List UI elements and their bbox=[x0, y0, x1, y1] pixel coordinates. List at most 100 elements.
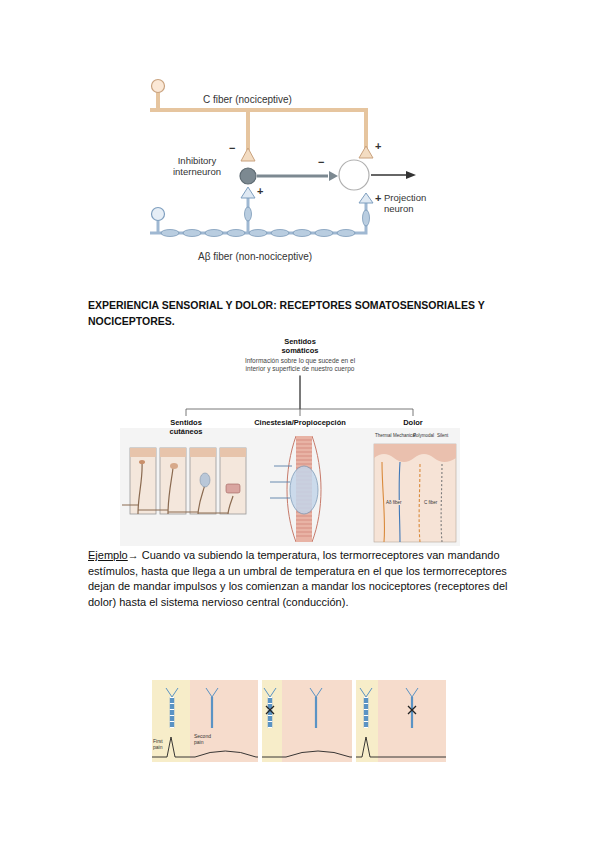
category-heading: Sentidos somáticosInformación sobre lo q… bbox=[240, 337, 360, 373]
myelin-nodes bbox=[170, 697, 175, 728]
neuron-label: Projection neuron bbox=[384, 193, 442, 215]
circle-outline bbox=[338, 159, 370, 191]
myelin-segment bbox=[271, 230, 289, 237]
neuron-body bbox=[240, 168, 256, 184]
figure-ground bbox=[120, 428, 460, 546]
myelin-segment bbox=[249, 230, 267, 237]
node-title: Cinestesia/Propiocepción bbox=[244, 418, 356, 427]
part-label: Second pain bbox=[194, 734, 210, 746]
example-text: → Cuando va subiendo la temperatura, los… bbox=[88, 549, 507, 608]
synapse-terminal bbox=[241, 187, 255, 198]
epidermis bbox=[160, 448, 186, 457]
striation bbox=[296, 532, 312, 533]
myelin-segment bbox=[293, 230, 311, 237]
part-label: Aβ fiber (non-nociceptive) bbox=[198, 251, 312, 263]
dendrites bbox=[264, 688, 276, 697]
myelinated-fiber bbox=[364, 697, 369, 728]
myelin-nodes bbox=[364, 697, 369, 728]
pain-panels bbox=[152, 680, 446, 762]
skin-block bbox=[160, 448, 186, 514]
panel-pink bbox=[378, 680, 446, 762]
pain-trace bbox=[152, 737, 258, 757]
epidermis bbox=[220, 448, 246, 457]
axon-line bbox=[257, 175, 328, 178]
output-axon bbox=[371, 174, 408, 175]
myelin-segment bbox=[183, 230, 201, 237]
part-label: Mechanical bbox=[393, 433, 416, 438]
dendrites bbox=[360, 688, 372, 697]
part-label: C fiber bbox=[424, 500, 437, 505]
skin-block bbox=[190, 448, 216, 514]
c-fiber-soma bbox=[152, 80, 165, 93]
abeta-soma bbox=[152, 208, 165, 221]
striation bbox=[296, 456, 312, 457]
myelin-segment bbox=[245, 207, 252, 221]
part-label: Aδ fiber bbox=[386, 500, 402, 505]
myelin-segment bbox=[363, 210, 370, 226]
myelin-segment bbox=[315, 230, 333, 237]
part-label: First pain bbox=[153, 739, 167, 751]
c-fiber bbox=[150, 92, 366, 150]
pain-skin bbox=[374, 444, 456, 542]
receptor bbox=[200, 473, 210, 487]
dendrites bbox=[406, 688, 418, 697]
connector bbox=[186, 376, 300, 416]
striation bbox=[296, 460, 312, 461]
interneuron-circle: Inhibitory interneuron bbox=[239, 167, 257, 185]
panel-pink bbox=[282, 680, 352, 762]
synapse-terminal bbox=[359, 146, 373, 158]
circle-outline bbox=[239, 167, 257, 185]
nerve-ending bbox=[138, 462, 142, 514]
panel-yellow bbox=[356, 680, 378, 762]
nerve-ending bbox=[228, 496, 233, 514]
nerve-ending bbox=[168, 468, 173, 514]
skin-box bbox=[220, 448, 246, 514]
skin-box bbox=[160, 448, 186, 514]
sign-label: − bbox=[318, 156, 324, 169]
neuron-label: Inhibitory interneuron bbox=[161, 156, 233, 178]
striation bbox=[296, 444, 312, 445]
thin-fiber bbox=[315, 697, 317, 728]
c-fiber-stalk bbox=[156, 92, 160, 110]
myelin-segment bbox=[337, 230, 355, 237]
dendrites bbox=[310, 688, 322, 697]
cutaneous-receptors bbox=[122, 448, 246, 514]
abeta-stalk bbox=[157, 220, 160, 233]
nerve-ending bbox=[198, 484, 205, 514]
myelin-segment bbox=[205, 230, 223, 237]
skin-box bbox=[130, 448, 156, 514]
dendrites bbox=[166, 688, 178, 697]
pain-trace bbox=[356, 737, 446, 757]
output-arrowhead bbox=[406, 171, 416, 179]
projection-neuron-circle: Projection neuron bbox=[338, 159, 370, 191]
thin-fiber bbox=[411, 697, 413, 728]
arrowhead bbox=[329, 171, 338, 181]
category-label: Dolor bbox=[393, 418, 433, 427]
myelin-segment bbox=[227, 230, 245, 237]
epidermis bbox=[130, 448, 156, 457]
spindle-outline bbox=[287, 436, 321, 542]
muscle-spindle bbox=[270, 436, 321, 542]
thin-fiber bbox=[211, 697, 213, 728]
block-mark bbox=[408, 706, 416, 714]
myelin-nodes bbox=[268, 697, 273, 728]
abeta-fiber bbox=[150, 198, 366, 233]
epidermis bbox=[190, 448, 216, 457]
myelin-segment bbox=[161, 230, 179, 237]
part-label: C fiber (nociceptive) bbox=[203, 94, 292, 106]
branch-line bbox=[300, 376, 413, 416]
receptor bbox=[139, 460, 145, 464]
example-paragraph: Ejemplo→ Cuando va subiendo la temperatu… bbox=[88, 548, 516, 610]
skin-box bbox=[374, 444, 456, 542]
striation bbox=[296, 440, 312, 441]
part-label: Silent bbox=[437, 433, 448, 438]
part-label: Thermal bbox=[375, 433, 392, 438]
myelinated-fiber bbox=[170, 697, 175, 728]
thermal-fiber bbox=[382, 462, 385, 542]
example-keyword: Ejemplo bbox=[88, 549, 128, 561]
sign-label: + bbox=[375, 192, 381, 205]
myelin-sheath bbox=[161, 207, 370, 237]
skin-block bbox=[220, 448, 246, 514]
sign-label: + bbox=[257, 185, 263, 198]
skin-block bbox=[130, 448, 156, 514]
